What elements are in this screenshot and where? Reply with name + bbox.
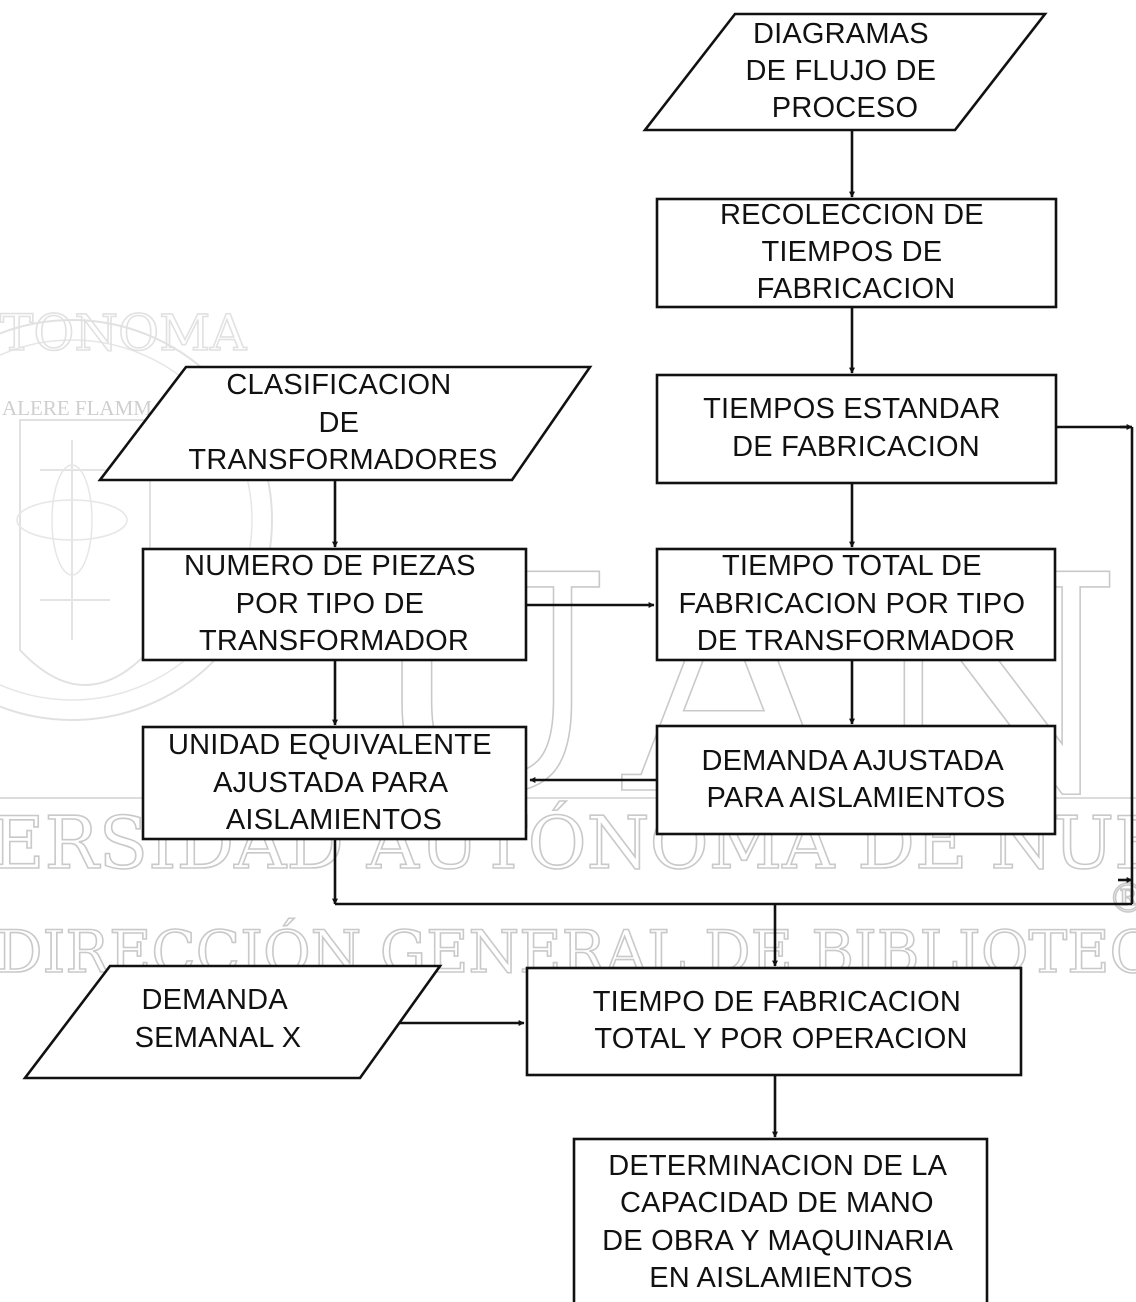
node-demanda-semanal (22, 964, 443, 1080)
diagramas-line-1: DIAGRAMAS (753, 18, 929, 50)
node-tiempo-fabricacion-label: TIEMPO DE FABRICACION TOTAL Y POR OPERAC… (593, 986, 970, 1055)
unidad-equivalente-line-2: AJUSTADA PARA (213, 767, 449, 799)
node-determinacion-de-capacidad (572, 1137, 989, 1302)
unidad-equivalente-line-1: UNIDAD EQUIVALENTE (168, 729, 492, 761)
node-tiempo-de-fabricacion-total (525, 966, 1023, 1077)
tiempos-estandar-line-1: TIEMPOS ESTANDAR (703, 393, 1001, 425)
determinacion-line-1: DETERMINACION DE LA (608, 1150, 947, 1182)
node-demanda-ajustada-label: DEMANDA AJUSTADA PARA AISLAMIENTOS (701, 745, 1010, 814)
determinacion-line-2: CAPACIDAD DE MANO (620, 1187, 934, 1219)
node-determinacion-label: DETERMINACION DE LA CAPACIDAD DE MANO DE… (602, 1150, 960, 1294)
determinacion-line-4: EN AISLAMIENTOS (649, 1262, 913, 1294)
node-tiempo-total-de-fabricacion (655, 547, 1057, 662)
clasificacion-line-1: CLASIFICACION (226, 369, 451, 401)
determinacion-line-3: DE OBRA Y MAQUINARIA (602, 1225, 953, 1257)
tiempo-fabricacion-line-2: TOTAL Y POR OPERACION (594, 1023, 967, 1055)
node-tiempos-estandar-label: TIEMPOS ESTANDAR DE FABRICACION (703, 393, 1009, 463)
numero-piezas-line-2: POR TIPO DE (236, 588, 425, 620)
node-demanda-ajustada (655, 724, 1057, 836)
numero-piezas-line-3: TRANSFORMADOR (199, 625, 469, 657)
node-recoleccion-label: RECOLECCION DE TIEMPOS DE FABRICACION (720, 199, 992, 305)
demanda-ajustada-line-2: PARA AISLAMIENTOS (707, 782, 1006, 814)
tiempo-total-line-3: DE TRANSFORMADOR (697, 625, 1015, 657)
node-tiempos-estandar (655, 373, 1058, 485)
demanda-ajustada-line-1: DEMANDA AJUSTADA (701, 745, 1004, 777)
clasificacion-line-2: DE (319, 407, 360, 439)
node-diagramas-label: DIAGRAMAS DE FLUJO DE PROCESO (746, 18, 945, 124)
node-clasificacion-de-transformadores (97, 365, 593, 482)
diagramas-line-2: DE FLUJO DE (746, 55, 937, 87)
unidad-equivalente-line-3: AISLAMIENTOS (226, 804, 442, 836)
recoleccion-line-1: RECOLECCION DE (720, 199, 984, 231)
node-numero-piezas-label: NUMERO DE PIEZAS POR TIPO DE TRANSFORMAD… (184, 550, 484, 657)
node-tiempo-total-label: TIEMPO TOTAL DE FABRICACION POR TIPO DE … (679, 550, 1034, 657)
demanda-semanal-line-1: DEMANDA (141, 984, 288, 1016)
numero-piezas-line-1: NUMERO DE PIEZAS (184, 550, 476, 582)
clasificacion-line-3: TRANSFORMADORES (188, 444, 497, 476)
diagramas-line-3: PROCESO (772, 92, 918, 124)
demanda-semanal-line-2: SEMANAL X (135, 1022, 302, 1054)
node-diagramas-de-flujo (642, 12, 1048, 132)
recoleccion-line-2: TIEMPOS DE (761, 236, 942, 268)
node-recoleccion-de-tiempos (655, 197, 1058, 309)
tiempos-estandar-line-2: DE FABRICACION (732, 431, 980, 463)
tiempo-fabricacion-line-1: TIEMPO DE FABRICACION (593, 986, 961, 1018)
node-unidad-equivalente (141, 725, 528, 841)
node-demanda-semanal-label: DEMANDA SEMANAL X (135, 984, 302, 1054)
tiempo-total-line-2: FABRICACION POR TIPO (679, 588, 1026, 620)
node-numero-de-piezas (141, 547, 528, 662)
connectors (332, 130, 1134, 1138)
recoleccion-line-3: FABRICACION (757, 273, 956, 305)
node-unidad-equivalente-label: UNIDAD EQUIVALENTE AJUSTADA PARA AISLAMI… (168, 729, 500, 836)
tiempo-total-line-1: TIEMPO TOTAL DE (722, 550, 982, 582)
node-clasificacion-label: CLASIFICACION DE TRANSFORMADORES (188, 369, 497, 476)
seal-arc-text: TONOMA (0, 304, 247, 362)
